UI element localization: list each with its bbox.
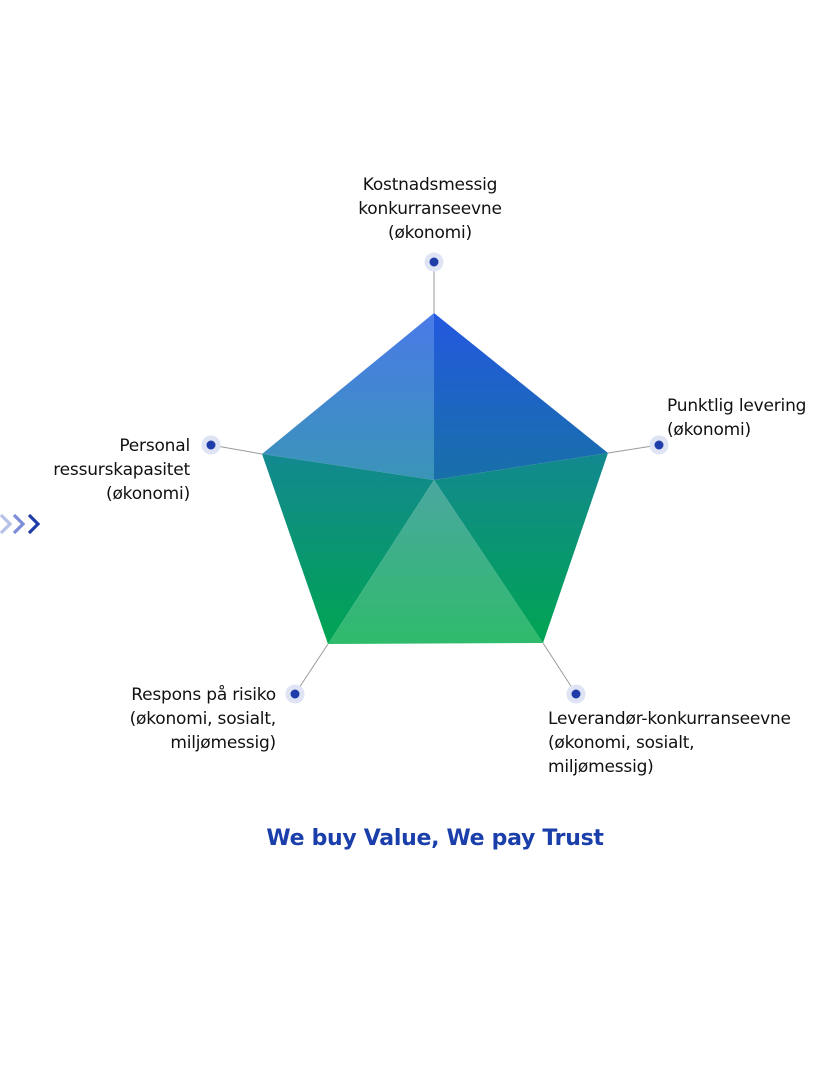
dot-marker-icon (285, 684, 305, 704)
tagline: We buy Value, We pay Trust (266, 826, 604, 851)
axis-label-staff-capacity: Personal ressurskapasitet (økonomi) (53, 436, 190, 504)
dot-marker-icon (201, 435, 221, 455)
segment-top-right (434, 313, 608, 480)
axis-label-on-time-delivery: Punktlig levering (økonomi) (667, 396, 807, 440)
segment-right (434, 453, 608, 643)
segment-bottom (328, 480, 543, 644)
dot-marker-icon (566, 684, 586, 704)
dot-marker-icon (424, 252, 444, 272)
dot-marker-icon (649, 435, 669, 455)
axis-label-cost-competitiveness: Kostnadsmessig konkurranseevne (økonomi) (358, 175, 502, 243)
segment-left (262, 454, 434, 644)
axis-label-supplier-competitiveness: Leverandør-konkurranseevne (økonomi, sos… (548, 709, 791, 777)
spoke-lower-right (542, 642, 577, 695)
segment-top-left (262, 313, 434, 480)
spoke-lower-left (294, 643, 329, 695)
triple-chevron-right-icon (0, 513, 41, 535)
axis-label-risk-response: Respons på risiko (økonomi, sosialt, mil… (129, 685, 277, 753)
